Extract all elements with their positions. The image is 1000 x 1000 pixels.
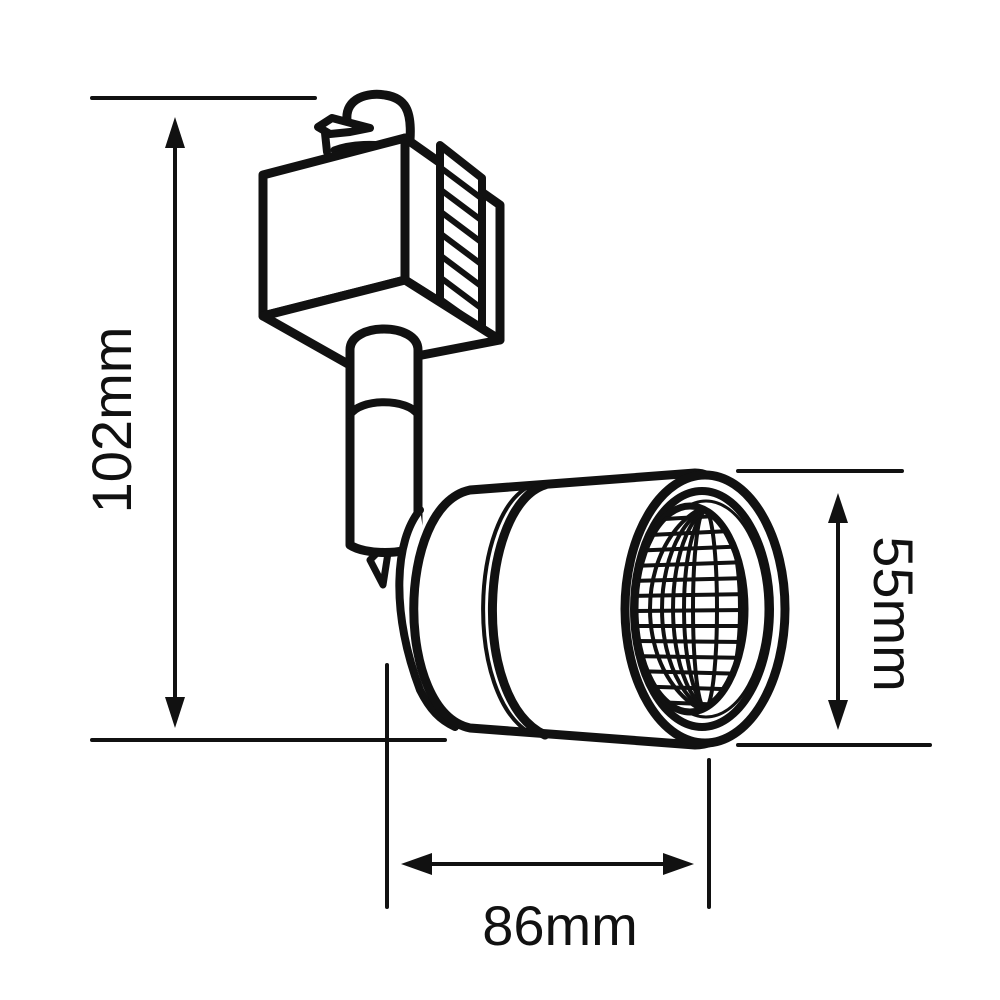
honeycomb-lens: [631, 502, 749, 716]
height-dimension-label: 102mm: [80, 326, 143, 514]
housing-band: [487, 480, 550, 740]
arrow-up-icon: [828, 493, 848, 523]
length-dimension-label: 86mm: [482, 894, 638, 957]
stem-ring: [346, 398, 422, 419]
length-dimension: [385, 663, 711, 909]
diameter-dimension: [736, 469, 932, 747]
swivel-stem: [345, 324, 423, 589]
arrow-right-icon: [663, 853, 694, 875]
arrow-down-icon: [165, 697, 185, 728]
arrow-up-icon: [165, 117, 185, 148]
adapter-hook: [342, 89, 415, 145]
arrow-left-icon: [401, 853, 432, 875]
track-adapter: [258, 89, 505, 373]
arrow-down-icon: [828, 700, 848, 730]
stem-body: [345, 324, 423, 557]
diameter-dimension-label: 55mm: [862, 536, 925, 692]
adapter-clip: [314, 114, 374, 138]
adapter-bottom: [258, 275, 505, 373]
